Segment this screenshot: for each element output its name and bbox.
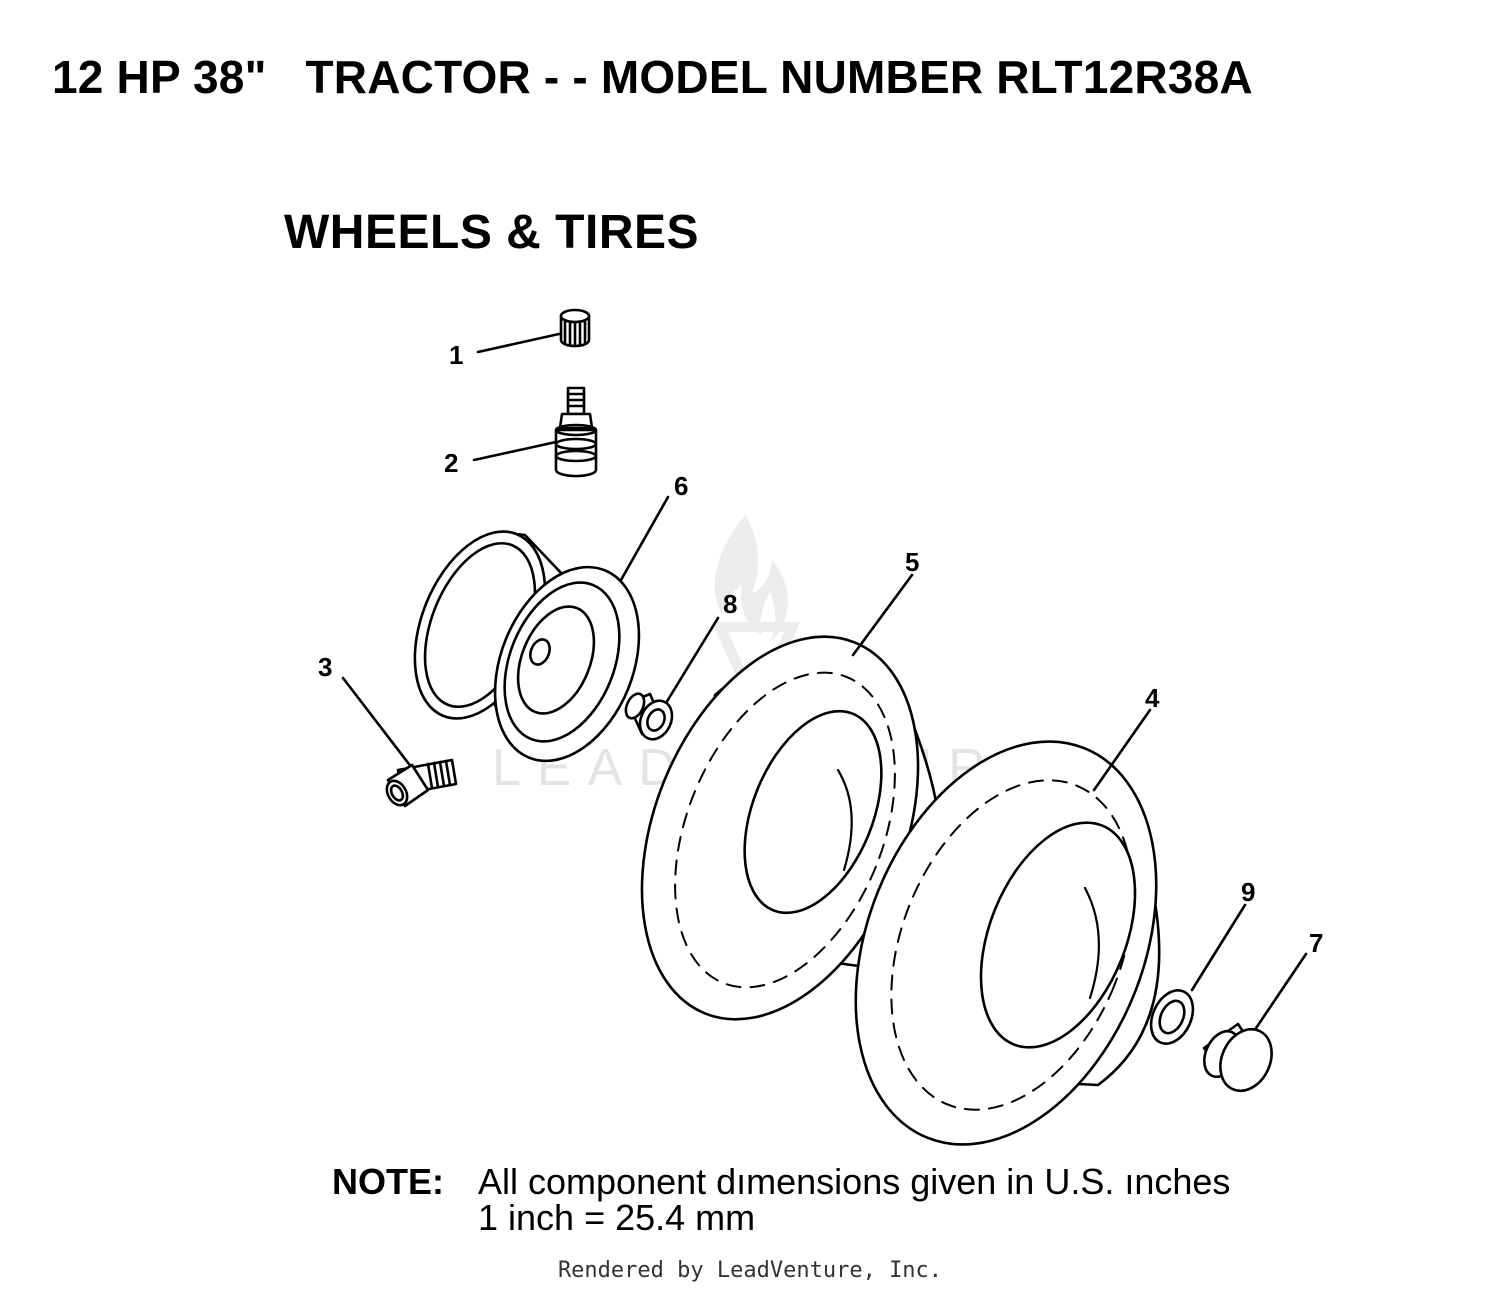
callout-9[interactable]: 9 xyxy=(1241,877,1255,907)
part-5-front-tire[interactable] xyxy=(589,573,971,1060)
leader-2 xyxy=(472,440,558,462)
note-line-2: 1 inch = 25.4 mm xyxy=(478,1197,756,1238)
callout-5[interactable]: 5 xyxy=(905,547,919,577)
part-9-washer[interactable] xyxy=(1143,903,1247,1050)
callout-7[interactable]: 7 xyxy=(1309,928,1323,958)
leader-4 xyxy=(1092,708,1152,792)
note-label: NOTE: xyxy=(332,1161,444,1202)
leader-5 xyxy=(851,573,914,657)
callout-3[interactable]: 3 xyxy=(318,652,332,682)
part-8-bushing[interactable] xyxy=(622,616,720,744)
callout-labels: 1 2 3 4 5 6 7 8 9 xyxy=(318,340,1323,958)
callout-6[interactable]: 6 xyxy=(674,471,688,501)
leader-1 xyxy=(476,332,561,354)
part-3-wheel-bolt[interactable] xyxy=(341,676,458,809)
part-1-valve-cap[interactable] xyxy=(476,308,591,354)
leader-9 xyxy=(1190,903,1247,992)
callout-2[interactable]: 2 xyxy=(444,448,458,478)
leader-8 xyxy=(664,616,720,705)
section-title: WHEELS & TIRES xyxy=(284,206,700,259)
leader-3 xyxy=(341,676,414,770)
part-6-wheel-rim[interactable] xyxy=(390,495,670,782)
part-4-rear-tire[interactable] xyxy=(799,697,1212,1190)
callout-8[interactable]: 8 xyxy=(723,589,737,619)
callout-1[interactable]: 1 xyxy=(449,340,463,370)
leader-6 xyxy=(619,495,670,582)
part-7-rear-bushing[interactable] xyxy=(1197,952,1308,1099)
footer-credit: Rendered by LeadVenture, Inc. xyxy=(557,1258,943,1283)
callout-4[interactable]: 4 xyxy=(1145,683,1160,713)
note-line-1: All component dımensions given in U.S. ı… xyxy=(478,1161,1231,1202)
page-title: 12 HP 38" TRACTOR - - MODEL NUMBER RLT12… xyxy=(52,51,1253,103)
part-2-valve-stem[interactable] xyxy=(472,386,598,478)
leader-7 xyxy=(1246,952,1308,1042)
